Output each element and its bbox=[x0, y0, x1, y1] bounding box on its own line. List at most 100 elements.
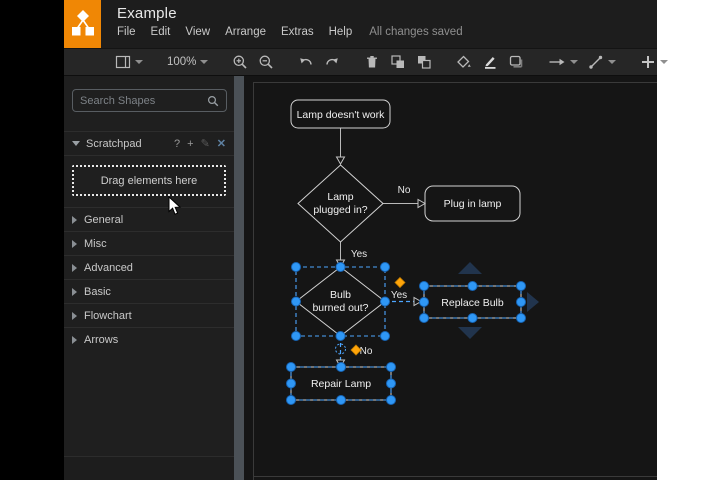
format-panel-toggle-button[interactable] bbox=[110, 50, 148, 74]
sidebar-section-general[interactable]: General bbox=[64, 207, 234, 231]
expand-triangle-icon bbox=[72, 264, 77, 272]
edge-label-no[interactable]: No bbox=[398, 185, 411, 196]
expand-triangle-icon bbox=[72, 288, 77, 296]
drawio-app-window: Example File Edit View Arrange Extras He… bbox=[64, 0, 657, 480]
zoom-in-button[interactable] bbox=[227, 50, 253, 74]
sidebar-section-arrows[interactable]: Arrows bbox=[64, 327, 234, 351]
node-label-line2: plugged in? bbox=[313, 204, 367, 216]
connection-style-button[interactable] bbox=[543, 50, 583, 74]
menubar: File Edit View Arrange Extras Help All c… bbox=[117, 26, 463, 38]
connector-line-icon bbox=[588, 54, 604, 70]
arrowhead-down-icon bbox=[337, 157, 345, 164]
shadow-button[interactable] bbox=[503, 50, 529, 74]
direction-arrow-right-icon[interactable] bbox=[527, 292, 539, 312]
drawio-logo-icon bbox=[69, 6, 97, 42]
search-icon bbox=[207, 95, 219, 107]
node-label-line2: burned out? bbox=[312, 302, 368, 314]
trash-icon bbox=[364, 54, 380, 70]
sidebar-section-basic[interactable]: Basic bbox=[64, 279, 234, 303]
document-title: Example bbox=[117, 5, 463, 22]
scratchpad-help-icon[interactable]: ? bbox=[174, 138, 180, 150]
node-label-line1: Bulb bbox=[330, 289, 351, 301]
scratchpad-edit-icon[interactable]: ✎ bbox=[201, 137, 210, 150]
sidebar-section-misc[interactable]: Misc bbox=[64, 231, 234, 255]
line-color-button[interactable] bbox=[477, 50, 503, 74]
to-front-icon bbox=[390, 54, 406, 70]
section-label: General bbox=[84, 214, 123, 226]
edge-label-handle-icon[interactable] bbox=[395, 278, 405, 288]
expand-triangle-icon bbox=[72, 216, 77, 224]
shapes-sidebar: Scratchpad ? + ✎ ✕ Drag elements here Ge… bbox=[64, 76, 234, 480]
undo-icon bbox=[298, 54, 314, 70]
node-label: Repair Lamp bbox=[311, 378, 371, 390]
sidebar-section-flowchart[interactable]: Flowchart bbox=[64, 303, 234, 327]
main-toolbar: 100% bbox=[64, 48, 657, 76]
line-color-icon bbox=[482, 54, 498, 70]
section-label: Flowchart bbox=[84, 310, 132, 322]
to-back-button[interactable] bbox=[411, 50, 437, 74]
redo-button[interactable] bbox=[319, 50, 345, 74]
edge-label-no[interactable]: No bbox=[360, 346, 373, 357]
search-shapes-input[interactable] bbox=[80, 95, 207, 107]
chevron-down-icon bbox=[608, 60, 616, 64]
shadow-icon bbox=[508, 54, 524, 70]
zoom-out-button[interactable] bbox=[253, 50, 279, 74]
menu-arrange[interactable]: Arrange bbox=[225, 26, 266, 38]
sidebar-resize-handle[interactable] bbox=[234, 76, 244, 480]
menu-help[interactable]: Help bbox=[329, 26, 353, 38]
insert-button[interactable] bbox=[635, 50, 673, 74]
chevron-down-icon bbox=[660, 60, 668, 64]
scratchpad-title: Scratchpad bbox=[86, 138, 167, 150]
sidebar-section-advanced[interactable]: Advanced bbox=[64, 255, 234, 279]
diagram-canvas[interactable]: No Yes Lamp doesn't work Lamp plugged in… bbox=[244, 76, 657, 480]
app-header: Example File Edit View Arrange Extras He… bbox=[64, 0, 657, 48]
undo-button[interactable] bbox=[293, 50, 319, 74]
direction-arrow-down-icon[interactable] bbox=[458, 327, 482, 339]
edge-label-yes[interactable]: Yes bbox=[351, 249, 367, 260]
to-front-button[interactable] bbox=[385, 50, 411, 74]
sidebar-footer bbox=[64, 456, 234, 480]
zoom-level-dropdown[interactable]: 100% bbox=[162, 50, 213, 74]
menu-file[interactable]: File bbox=[117, 26, 136, 38]
zoom-level-value: 100% bbox=[167, 56, 196, 68]
section-label: Advanced bbox=[84, 262, 133, 274]
menu-edit[interactable]: Edit bbox=[151, 26, 171, 38]
node-label: Replace Bulb bbox=[441, 297, 504, 309]
flowchart-svg: No Yes Lamp doesn't work Lamp plugged in… bbox=[244, 76, 657, 480]
expand-triangle-icon bbox=[72, 312, 77, 320]
menu-extras[interactable]: Extras bbox=[281, 26, 314, 38]
fill-color-button[interactable] bbox=[451, 50, 477, 74]
delete-button[interactable] bbox=[359, 50, 385, 74]
arrowhead-right-icon bbox=[418, 200, 425, 208]
node-label-line1: Lamp bbox=[327, 191, 353, 203]
node-label: Plug in lamp bbox=[444, 198, 502, 210]
chevron-down-icon bbox=[135, 60, 143, 64]
drawio-logo[interactable] bbox=[64, 0, 101, 48]
zoom-in-icon bbox=[232, 54, 248, 70]
edge-label-yes[interactable]: Yes bbox=[391, 290, 407, 301]
save-status: All changes saved bbox=[369, 26, 462, 38]
expand-triangle-icon bbox=[72, 336, 77, 344]
waypoint-style-button[interactable] bbox=[583, 50, 621, 74]
format-panel-icon bbox=[115, 54, 131, 70]
scratchpad-close-icon[interactable]: ✕ bbox=[217, 137, 226, 150]
menu-view[interactable]: View bbox=[185, 26, 210, 38]
connection-arrow-icon bbox=[548, 54, 566, 70]
scratchpad-drop-hint: Drag elements here bbox=[101, 175, 198, 187]
section-label: Arrows bbox=[84, 334, 118, 346]
scratchpad-header[interactable]: Scratchpad ? + ✎ ✕ bbox=[64, 131, 234, 156]
direction-arrow-up-icon[interactable] bbox=[458, 262, 482, 274]
chevron-down-icon bbox=[200, 60, 208, 64]
shape-search-box[interactable] bbox=[72, 89, 227, 112]
section-label: Misc bbox=[84, 238, 107, 250]
section-label: Basic bbox=[84, 286, 111, 298]
left-letterbox-bar bbox=[0, 0, 64, 480]
scratchpad-drop-zone[interactable]: Drag elements here bbox=[72, 165, 226, 196]
to-back-icon bbox=[416, 54, 432, 70]
redo-icon bbox=[324, 54, 340, 70]
scratchpad-add-icon[interactable]: + bbox=[187, 138, 193, 150]
collapse-triangle-icon bbox=[72, 141, 80, 146]
zoom-out-icon bbox=[258, 54, 274, 70]
plus-icon bbox=[640, 54, 656, 70]
